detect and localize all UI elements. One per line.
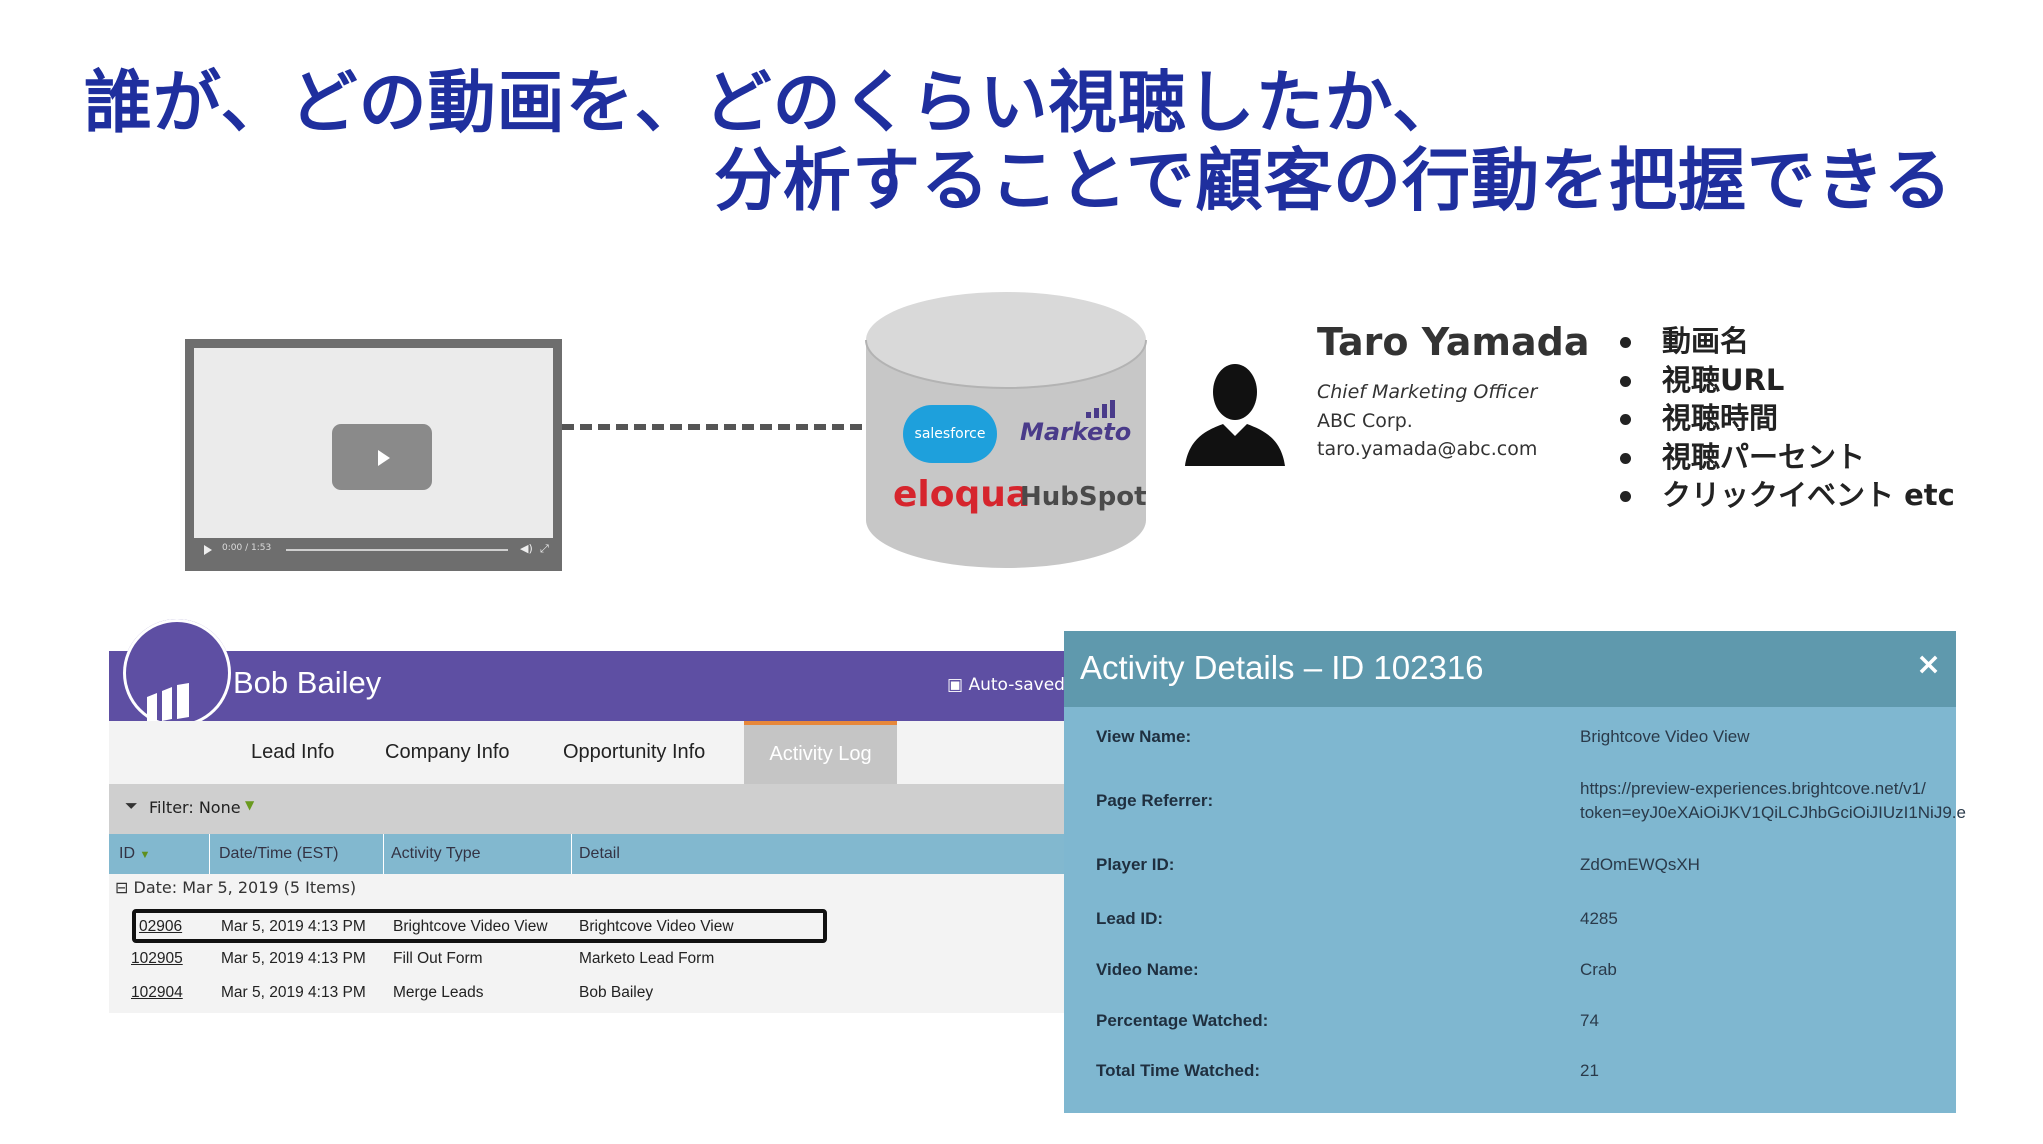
person-email: taro.yamada@abc.com bbox=[1317, 438, 1538, 460]
activity-table-header: ID ▼ Date/Time (EST) Activity Type Detai… bbox=[109, 834, 1064, 874]
column-header-id[interactable]: ID ▼ bbox=[119, 845, 151, 862]
person-name: Taro Yamada bbox=[1317, 320, 1590, 364]
chevron-down-icon[interactable]: ▼ bbox=[245, 798, 255, 812]
activity-id-link[interactable]: 02906 bbox=[139, 918, 183, 935]
person-icon bbox=[1185, 364, 1285, 466]
activity-detail: Marketo Lead Form bbox=[579, 950, 715, 967]
person-company: ABC Corp. bbox=[1317, 410, 1413, 432]
field-value: 4285 bbox=[1580, 909, 1618, 928]
lead-name: Bob Bailey bbox=[233, 665, 382, 700]
connector-line bbox=[562, 424, 862, 430]
close-icon[interactable]: × bbox=[1916, 647, 1942, 682]
tab-lead-info[interactable]: Lead Info bbox=[251, 741, 335, 763]
table-row[interactable]: 02906 Mar 5, 2019 4:13 PM Brightcove Vid… bbox=[109, 911, 1064, 943]
activity-datetime: Mar 5, 2019 4:13 PM bbox=[221, 918, 366, 935]
play-button[interactable] bbox=[332, 424, 432, 490]
fullscreen-icon[interactable]: ⤢ bbox=[540, 542, 549, 555]
marketo-bars-icon bbox=[1086, 400, 1115, 418]
activity-datetime: Mar 5, 2019 4:13 PM bbox=[221, 950, 366, 967]
volume-icon[interactable]: ◀) bbox=[520, 542, 533, 555]
activity-detail: Brightcove Video View bbox=[579, 918, 734, 935]
database-icon bbox=[865, 292, 1147, 568]
tab-company-info[interactable]: Company Info bbox=[385, 741, 510, 763]
tab-activity-log[interactable]: Activity Log bbox=[744, 721, 897, 784]
field-label: View Name: bbox=[1096, 727, 1192, 746]
play-icon[interactable] bbox=[204, 545, 212, 555]
marketo-lead-panel: Bob Bailey ▣ Auto-saved: Lead Info Compa… bbox=[109, 619, 1071, 1013]
lead-tabs: Lead Info Company Info Opportunity Info … bbox=[109, 721, 1064, 784]
tracked-data-list: 動画名 視聴URL 視聴時間 視聴パーセント クリックイベント etc bbox=[1614, 322, 1955, 515]
column-header-activity-type[interactable]: Activity Type bbox=[391, 845, 481, 862]
person-title: Chief Marketing Officer bbox=[1317, 381, 1538, 403]
table-row[interactable]: 102905 Mar 5, 2019 4:13 PM Fill Out Form… bbox=[109, 943, 1064, 975]
autosave-status: ▣ Auto-saved: bbox=[947, 675, 1071, 695]
field-value: 74 bbox=[1580, 1011, 1599, 1030]
collapse-icon[interactable]: ⊟ bbox=[115, 878, 129, 897]
hubspot-logo: HubSpot bbox=[1020, 482, 1147, 512]
field-label: Video Name: bbox=[1096, 960, 1199, 979]
row-highlight-box bbox=[132, 909, 827, 943]
headline-line-1: 誰が、どの動画を、どのくらい視聴したか、 bbox=[84, 64, 1462, 143]
progress-bar[interactable] bbox=[286, 549, 508, 551]
dialog-title: Activity Details – ID 102316 bbox=[1080, 649, 1484, 686]
activity-datetime: Mar 5, 2019 4:13 PM bbox=[221, 984, 366, 1001]
date-group-header[interactable]: ⊟ Date: Mar 5, 2019 (5 Items) bbox=[115, 878, 357, 897]
field-label: Total Time Watched: bbox=[1096, 1061, 1261, 1080]
table-row[interactable]: 102904 Mar 5, 2019 4:13 PM Merge Leads B… bbox=[109, 977, 1064, 1009]
video-player[interactable]: 0:00 / 1:53 ◀) ⤢ bbox=[185, 339, 562, 571]
field-label: Percentage Watched: bbox=[1096, 1011, 1269, 1030]
activity-id-link[interactable]: 102904 bbox=[131, 984, 183, 1001]
list-item: 動画名 bbox=[1614, 322, 1955, 361]
sort-icon[interactable]: ▼ bbox=[139, 849, 151, 861]
activity-id-link[interactable]: 102905 bbox=[131, 950, 183, 967]
play-icon bbox=[378, 450, 390, 466]
activity-type: Fill Out Form bbox=[393, 950, 483, 967]
activity-detail: Bob Bailey bbox=[579, 984, 654, 1001]
headline-line-2: 分析することで顧客の行動を把握できる bbox=[714, 142, 1953, 221]
list-item: 視聴時間 bbox=[1614, 399, 1955, 438]
field-label: Player ID: bbox=[1096, 855, 1175, 874]
activity-type: Merge Leads bbox=[393, 984, 484, 1001]
filter-label[interactable]: Filter: None bbox=[149, 798, 241, 817]
field-label: Page Referrer: bbox=[1096, 791, 1214, 810]
field-value: ZdOmEWQsXH bbox=[1580, 855, 1700, 874]
activity-type: Brightcove Video View bbox=[393, 918, 548, 935]
activity-details-dialog: Activity Details – ID 102316 × View Name… bbox=[1064, 631, 1966, 1113]
save-icon: ▣ bbox=[947, 675, 969, 695]
list-item: 視聴パーセント bbox=[1614, 438, 1955, 477]
player-time: 0:00 / 1:53 bbox=[222, 543, 272, 553]
column-header-detail[interactable]: Detail bbox=[579, 845, 620, 862]
marketo-logo-icon bbox=[147, 683, 189, 723]
eloqua-logo: eloqua bbox=[893, 474, 1031, 515]
player-control-bar: 0:00 / 1:53 ◀) ⤢ bbox=[194, 538, 553, 562]
field-value-continued: token=eyJ0eXAiOiJKV1QiLCJhbGciOiJIUzI1Ni… bbox=[1580, 803, 1966, 822]
tab-opportunity-info[interactable]: Opportunity Info bbox=[563, 741, 706, 763]
filter-icon[interactable]: ⏷ bbox=[125, 796, 138, 815]
salesforce-logo: salesforce bbox=[903, 405, 997, 463]
field-value: Brightcove Video View bbox=[1580, 727, 1750, 746]
field-value: https://preview-experiences.brightcove.n… bbox=[1580, 779, 1926, 798]
list-item: クリックイベント etc bbox=[1614, 476, 1955, 515]
list-item: 視聴URL bbox=[1614, 361, 1955, 400]
filter-bar: ⏷ Filter: None ▼ bbox=[109, 784, 1064, 834]
dialog-header bbox=[1064, 631, 1956, 707]
column-header-datetime[interactable]: Date/Time (EST) bbox=[219, 845, 339, 862]
field-value: Crab bbox=[1580, 960, 1617, 979]
field-value: 21 bbox=[1580, 1061, 1599, 1080]
lead-header bbox=[109, 651, 1064, 721]
marketo-logo: Marketo bbox=[1020, 418, 1132, 446]
field-label: Lead ID: bbox=[1096, 909, 1164, 928]
